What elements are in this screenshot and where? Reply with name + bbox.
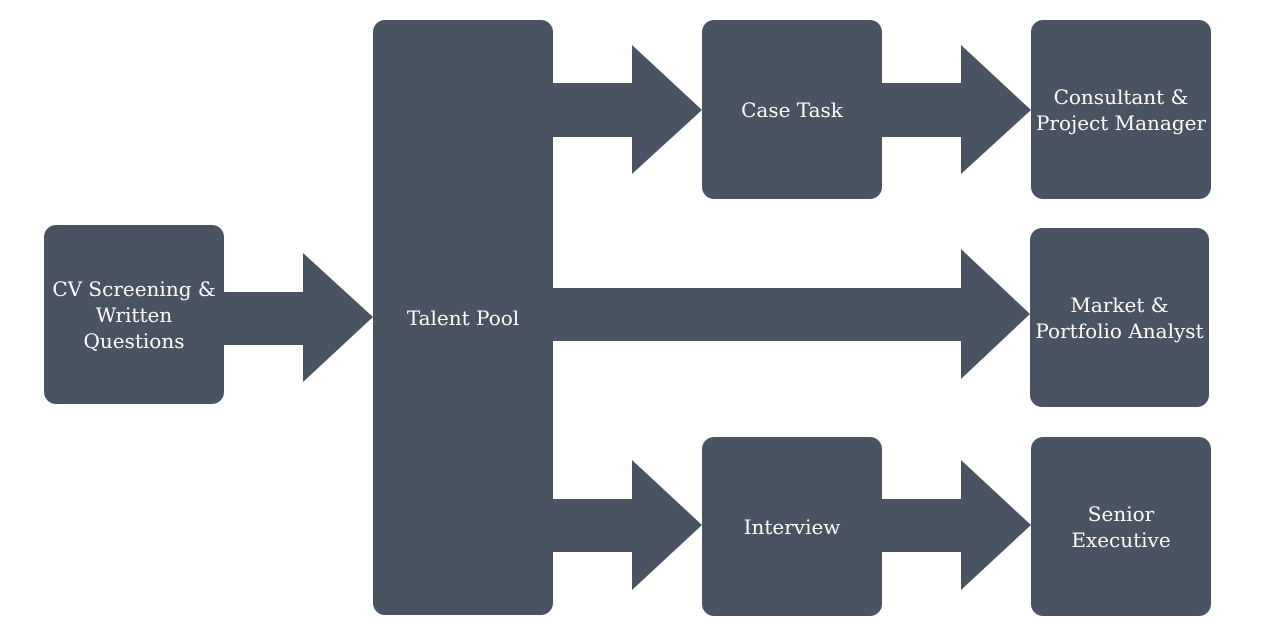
arrow-case-task-to-consultant bbox=[882, 45, 1031, 174]
node-senior-executive: Senior Executive bbox=[1031, 437, 1211, 616]
node-talent-pool: Talent Pool bbox=[373, 20, 553, 615]
node-consultant-project-manager: Consultant & Project Manager bbox=[1031, 20, 1211, 199]
arrow-talent-pool-to-market-analyst bbox=[553, 249, 1030, 379]
node-case-task: Case Task bbox=[702, 20, 882, 199]
node-cv-screening: CV Screening & Written Questions bbox=[44, 225, 224, 404]
arrow-interview-to-senior-executive bbox=[882, 460, 1031, 590]
arrow-talent-pool-to-case-task bbox=[553, 45, 702, 174]
arrow-cv-to-talent-pool bbox=[224, 253, 373, 382]
node-market-portfolio-analyst: Market & Portfolio Analyst bbox=[1030, 228, 1209, 407]
arrow-talent-pool-to-interview bbox=[553, 460, 702, 590]
node-interview: Interview bbox=[702, 437, 882, 616]
